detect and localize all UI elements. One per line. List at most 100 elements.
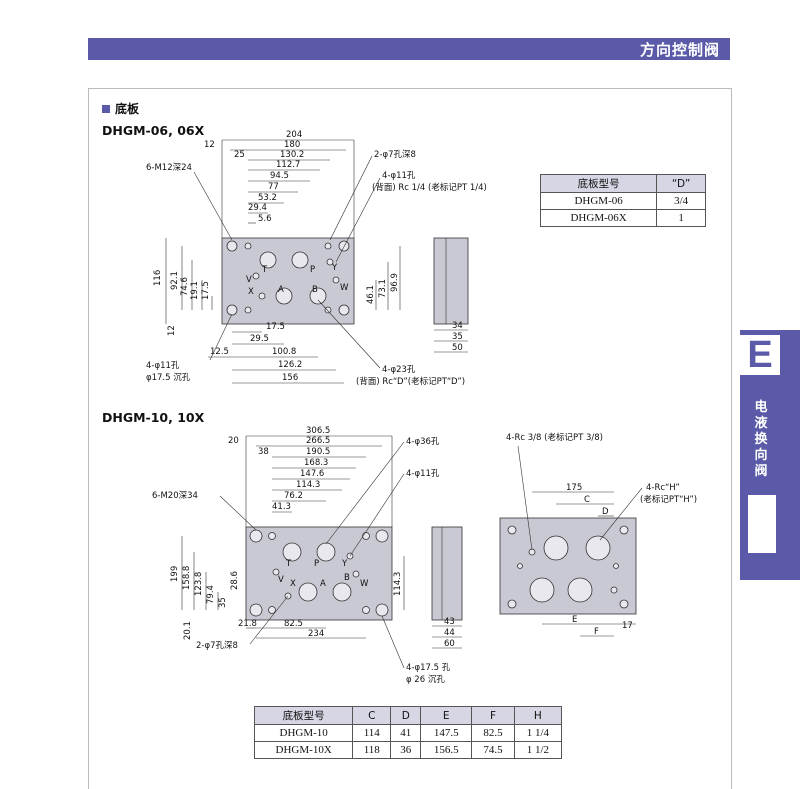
left-dims-06 [165, 238, 213, 324]
dim-label: 43 [444, 617, 455, 627]
dim-label: 114.3 [393, 572, 403, 596]
screw-hole [244, 306, 252, 314]
side-view-06 [433, 237, 469, 325]
port-label: T [261, 265, 268, 275]
table-header: D [390, 706, 422, 725]
table-header-row: 底板型号 C D E F H [253, 706, 563, 725]
mount-hole [507, 525, 517, 535]
screw-hole [268, 606, 276, 614]
pilot-hole [332, 276, 340, 284]
port-label: W [360, 579, 369, 589]
dim-label: 44 [444, 628, 455, 638]
dim-label: 20.1 [183, 621, 193, 640]
dim-label: 77 [268, 182, 279, 192]
table-06: 底板型号 “D” DHGM-06 3/4 DHGM-06X 1 [539, 174, 706, 227]
table-row: DHGM-10X 118 36 156.5 74.5 1 1/2 [253, 741, 563, 759]
note-text: φ 26 沉孔 [406, 675, 445, 685]
dim-label: 175 [566, 483, 582, 493]
dim-label: 190.5 [306, 447, 330, 457]
table-cell: 1 1/2 [513, 741, 563, 759]
port-label: B [344, 573, 350, 583]
table-cell: DHGM-10X [253, 741, 354, 759]
note-text: 6-M20深34 [152, 491, 198, 501]
port-label: P [314, 559, 319, 569]
port-label: V [246, 275, 252, 285]
pilot-hole [517, 563, 523, 569]
dim-label: 17.5 [201, 281, 211, 300]
dim-label: F [594, 627, 599, 637]
dim-label: E [572, 615, 577, 625]
bottom-dims-10 [246, 627, 366, 639]
section-title: 底板 [102, 100, 139, 117]
table-cell: DHGM-06X [539, 209, 658, 227]
bottom-dims-06 [208, 331, 344, 384]
port-hole [291, 251, 309, 269]
port-label: T [285, 559, 292, 569]
leader-line [349, 473, 405, 557]
dim-label: 180 [284, 140, 300, 150]
dim-label: 41.3 [272, 502, 291, 512]
dim-label: 204 [286, 130, 302, 140]
top-dims-10 [245, 435, 393, 527]
dim-label: 34 [452, 321, 463, 331]
port-label: X [290, 579, 296, 589]
side-tab: E 电液换向阀 [740, 330, 800, 580]
mount-hole [226, 304, 238, 316]
leader-line [599, 487, 643, 541]
dim-label: 28.6 [230, 571, 240, 590]
leader-line [317, 299, 381, 369]
mount-hole [619, 599, 629, 609]
dim-label: 38 [258, 447, 269, 457]
side-dims-06 [434, 329, 468, 353]
dim-label: 79.4 [206, 585, 216, 604]
leader-line [209, 313, 233, 361]
dim-label: 100.8 [272, 347, 296, 357]
screw-hole [244, 242, 252, 250]
dim-label: 147.6 [300, 469, 324, 479]
table-header: E [420, 706, 473, 725]
port-label: W [340, 283, 349, 293]
dim-label: 53.2 [258, 193, 277, 203]
page-header-bar: 方向控制阀 [88, 38, 730, 60]
port-hole [332, 582, 352, 602]
base-plate-06 [221, 237, 355, 325]
dim-label: 12 [167, 325, 177, 336]
port-label: A [320, 579, 326, 589]
port-label: Y [341, 559, 348, 569]
mount-hole [226, 240, 238, 252]
dim-label: 306.5 [306, 426, 330, 436]
note-text: 6-M12深24 [146, 163, 192, 173]
note-text: 4-φ11孔 [146, 361, 180, 371]
dim-label: 82.5 [284, 619, 303, 629]
leader-line [193, 171, 233, 241]
table-10: 底板型号 C D E F H DHGM-10 114 41 147.5 82.5… [253, 706, 563, 759]
base-plate-10 [245, 526, 393, 621]
mount-hole [338, 240, 350, 252]
table-cell: 36 [390, 741, 422, 759]
pilot-hole [613, 563, 619, 569]
dim-label: 5.6 [258, 214, 272, 224]
dim-label: 60 [444, 639, 455, 649]
table-cell: 74.5 [471, 741, 515, 759]
screw-hole [268, 532, 276, 540]
note-text: 4-φ23孔 [382, 365, 416, 375]
dim-label: 234 [308, 629, 324, 639]
port-label: X [248, 287, 254, 297]
table-header: 底板型号 [253, 706, 354, 725]
port-hole [259, 251, 277, 269]
leader-line [517, 445, 533, 551]
mount-hole [375, 529, 389, 543]
table-row: DHGM-06X 1 [539, 209, 706, 227]
port-hole [309, 287, 327, 305]
dim-label: 158.8 [182, 566, 192, 590]
dim-label: 20 [228, 436, 239, 446]
dim-label: D [602, 507, 609, 517]
dim-label: 156 [282, 373, 298, 383]
leader-line [219, 495, 257, 531]
model-title-06: DHGM-06, 06X [102, 123, 205, 138]
table-row: DHGM-10 114 41 147.5 82.5 1 1/4 [253, 724, 563, 742]
mount-hole [338, 304, 350, 316]
pilot-hole [272, 568, 280, 576]
mount-hole [249, 603, 263, 617]
